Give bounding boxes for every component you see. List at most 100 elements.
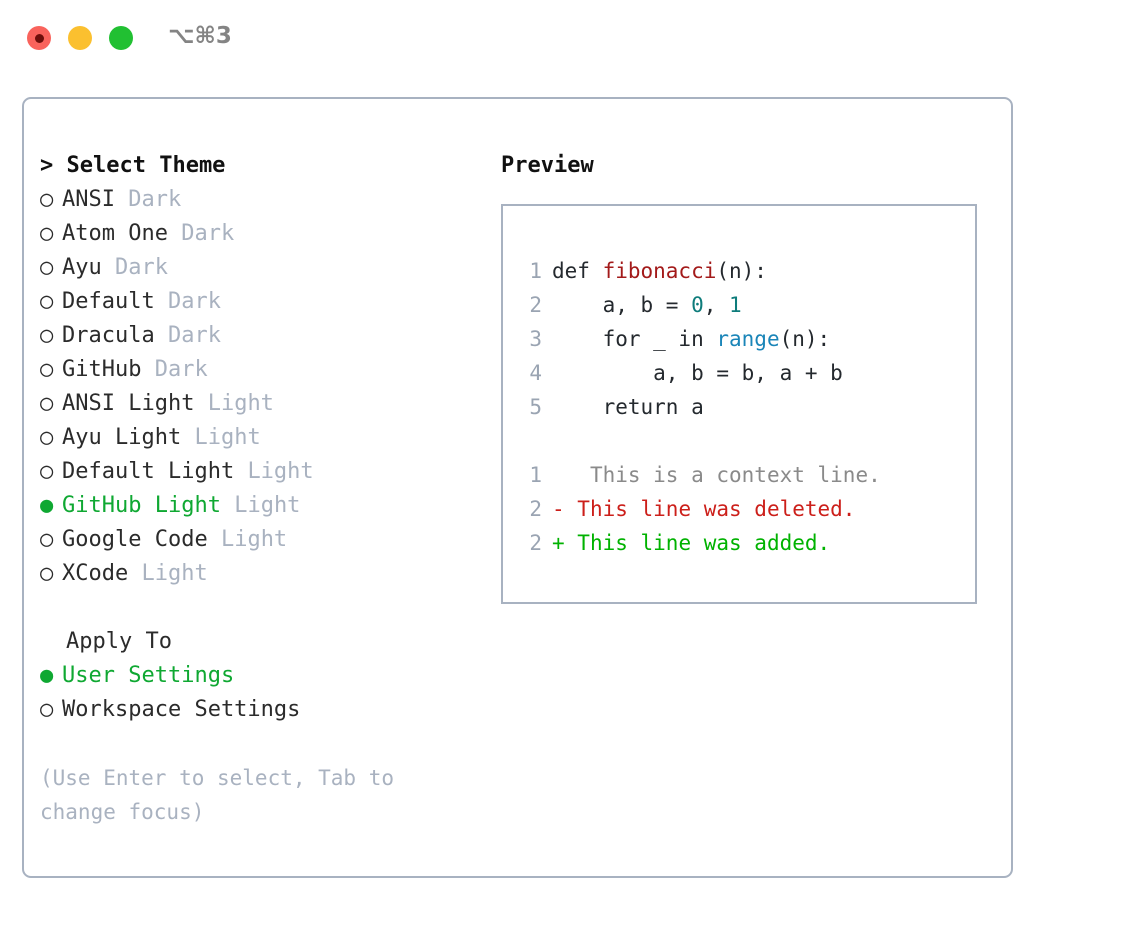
code-token-plain: a, b = bbox=[552, 293, 692, 317]
diff-line-del: 2- This line was deleted. bbox=[520, 492, 969, 526]
theme-list-item[interactable]: ○ Google Code Light bbox=[40, 523, 480, 557]
radio-unselected-icon: ○ bbox=[40, 255, 54, 280]
theme-variant-badge: Dark bbox=[115, 255, 168, 280]
diff-text: This line was added. bbox=[564, 531, 831, 555]
theme-variant-badge: Light bbox=[220, 527, 288, 552]
theme-list-item[interactable]: ○ Dracula Dark bbox=[40, 319, 480, 353]
theme-name: Atom One bbox=[62, 221, 168, 246]
code-line: 4 a, b = b, a + b bbox=[520, 356, 969, 390]
select-theme-heading: > Select Theme bbox=[40, 153, 226, 178]
diff-text: This is a context line. bbox=[564, 463, 881, 487]
theme-variant-badge: Dark bbox=[167, 289, 221, 314]
help-text: (Use Enter to select, Tab to change focu… bbox=[40, 766, 407, 824]
diff-line-number: 1 bbox=[529, 463, 542, 487]
theme-name-variant-gap bbox=[234, 459, 247, 484]
close-button[interactable] bbox=[27, 26, 51, 50]
maximize-button[interactable] bbox=[109, 26, 133, 50]
code-token-plain: def bbox=[552, 259, 603, 283]
code-diff-spacer bbox=[520, 424, 969, 458]
theme-name: Ayu Light bbox=[62, 425, 182, 450]
list-spacer bbox=[40, 591, 480, 625]
diff-marker: - bbox=[552, 497, 565, 521]
theme-variant-badge: Dark bbox=[181, 221, 235, 246]
theme-name-variant-gap bbox=[168, 221, 181, 246]
theme-list-item[interactable]: ○Ayu Light Light bbox=[40, 421, 480, 455]
theme-name: GitHub Light bbox=[62, 493, 221, 518]
radio-selected-icon: ● bbox=[40, 493, 54, 518]
theme-picker-column: > Select Theme ○ANSI Dark○Atom One Dark○… bbox=[40, 149, 480, 829]
theme-name-variant-gap bbox=[141, 357, 154, 382]
preview-title: Preview bbox=[501, 153, 594, 178]
theme-list-item[interactable]: ○ ANSI Dark bbox=[40, 183, 480, 217]
code-token-plain: return a bbox=[552, 395, 704, 419]
radio-unselected-icon: ○ bbox=[40, 527, 54, 552]
theme-name-variant-gap bbox=[155, 323, 168, 348]
theme-list-item[interactable]: ○ Atom One Dark bbox=[40, 217, 480, 251]
radio-unselected-icon: ○ bbox=[40, 425, 54, 450]
code-token-plain: for _ in bbox=[552, 327, 717, 351]
theme-variant-badge: Dark bbox=[167, 323, 221, 348]
code-line: 5 return a bbox=[520, 390, 969, 424]
radio-unselected-icon: ○ bbox=[40, 221, 54, 246]
theme-name: Google Code bbox=[62, 527, 208, 552]
minimize-button[interactable] bbox=[68, 26, 92, 50]
radio-unselected-icon: ○ bbox=[40, 391, 54, 416]
diff-sample: 1 This is a context line. 2- This line wa… bbox=[520, 458, 969, 560]
diff-marker bbox=[552, 463, 565, 487]
theme-list-item[interactable]: ○ ANSI Light Light bbox=[40, 387, 480, 421]
theme-name-variant-gap bbox=[102, 255, 115, 280]
theme-list-item[interactable]: ○Default Light Light bbox=[40, 455, 480, 489]
theme-list-item[interactable]: ●GitHub Light Light bbox=[40, 489, 480, 523]
theme-list-item[interactable]: ○ Default Dark bbox=[40, 285, 480, 319]
radio-unselected-icon: ○ bbox=[40, 697, 54, 722]
code-line-number: 1 bbox=[529, 259, 542, 283]
theme-name-variant-gap bbox=[181, 425, 194, 450]
theme-name: XCode bbox=[62, 561, 129, 586]
theme-name-variant-gap bbox=[194, 391, 207, 416]
window-controls bbox=[27, 26, 133, 50]
theme-variant-badge: Light bbox=[247, 459, 314, 484]
code-token-num: 1 bbox=[729, 293, 742, 317]
theme-name: ANSI bbox=[62, 187, 115, 212]
code-line-number: 5 bbox=[529, 395, 542, 419]
theme-name: ANSI Light bbox=[62, 391, 195, 416]
theme-name: Ayu bbox=[62, 255, 102, 280]
apply-to-heading: Apply To bbox=[66, 629, 172, 654]
theme-list-item[interactable]: ○ XCode Light bbox=[40, 557, 480, 591]
code-line: 3 for _ in range(n): bbox=[520, 322, 969, 356]
theme-list-item[interactable]: ○ Ayu Dark bbox=[40, 251, 480, 285]
theme-name: Default bbox=[62, 289, 155, 314]
theme-variant-badge: Light bbox=[141, 561, 208, 586]
theme-list-item[interactable]: ○GitHub Dark bbox=[40, 353, 480, 387]
radio-unselected-icon: ○ bbox=[40, 289, 54, 314]
theme-name-variant-gap bbox=[128, 561, 141, 586]
theme-name-variant-gap bbox=[208, 527, 221, 552]
apply-to-label: Workspace Settings bbox=[62, 697, 301, 722]
apply-to-item[interactable]: ●User Settings bbox=[40, 659, 480, 693]
radio-unselected-icon: ○ bbox=[40, 323, 54, 348]
theme-variant-badge: Dark bbox=[128, 187, 182, 212]
code-line-number: 2 bbox=[529, 293, 542, 317]
theme-variant-badge: Light bbox=[207, 391, 274, 416]
radio-unselected-icon: ○ bbox=[40, 357, 54, 382]
diff-marker: + bbox=[552, 531, 565, 555]
theme-name: Dracula bbox=[62, 323, 155, 348]
code-token-plain: , bbox=[703, 293, 730, 317]
code-token-plain: (n): bbox=[779, 327, 831, 351]
radio-unselected-icon: ○ bbox=[40, 187, 54, 212]
radio-unselected-icon: ○ bbox=[40, 561, 54, 586]
theme-variant-badge: Dark bbox=[154, 357, 208, 382]
theme-list: ○ANSI Dark○Atom One Dark○Ayu Dark○Defaul… bbox=[40, 183, 480, 591]
apply-to-item[interactable]: ○ Workspace Settings bbox=[40, 693, 480, 727]
code-token-num: 0 bbox=[691, 293, 704, 317]
theme-name-variant-gap bbox=[155, 289, 168, 314]
apply-to-label: User Settings bbox=[62, 663, 235, 688]
title-bar: ⌥⌘3 bbox=[0, 0, 1140, 78]
code-token-plain: (n): bbox=[716, 259, 767, 283]
apply-to-list: ●User Settings ○ Workspace Settings bbox=[40, 659, 480, 727]
